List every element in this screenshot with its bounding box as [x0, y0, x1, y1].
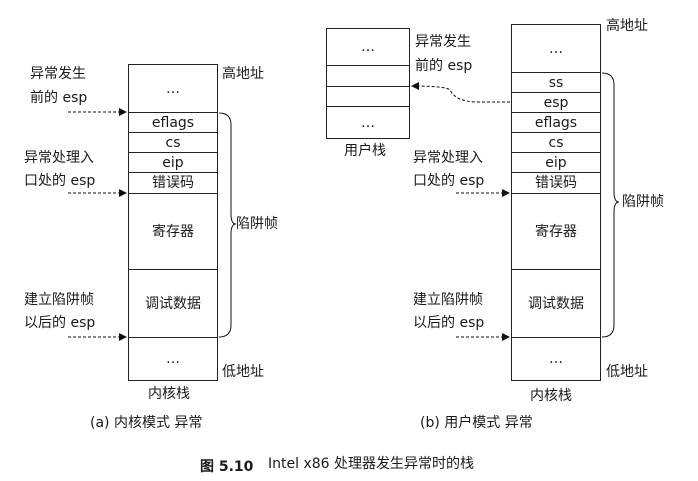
trap-frame-label: 陷阱帧	[622, 194, 664, 210]
figure-number: 图 5.10	[200, 459, 254, 475]
esp-entry-label: 异常处理入	[24, 150, 94, 166]
stack-cell-registers: 寄存器	[128, 193, 218, 270]
user-stack-label: 用户栈	[344, 143, 386, 159]
esp-after-label: 建立陷阱帧	[413, 292, 483, 308]
esp-after-label: 建立陷阱帧	[24, 292, 94, 308]
kernel-stack-label: 内核栈	[148, 386, 190, 402]
esp-before-label: 前的 esp	[415, 58, 473, 74]
esp-entry-label: 口处的 esp	[413, 173, 485, 189]
stack-cell: …	[511, 337, 601, 381]
stack-cell-registers: 寄存器	[511, 193, 601, 270]
stack-cell-esp: esp	[511, 92, 601, 113]
esp-before-label: 异常发生	[30, 66, 86, 82]
esp-after-label: 以后的 esp	[24, 315, 96, 331]
esp-before-label: 前的 esp	[30, 90, 88, 106]
trap-frame-label: 陷阱帧	[236, 216, 278, 232]
stack-cell-eip: eip	[511, 152, 601, 173]
esp-entry-label: 口处的 esp	[24, 173, 96, 189]
trap-frame-bracket	[218, 112, 237, 338]
high-address-label: 高地址	[606, 18, 648, 34]
stack-cell-error-code: 错误码	[128, 172, 218, 194]
caption-kernel-mode: (a) 内核模式 异常	[90, 415, 203, 431]
stack-cell: …	[511, 24, 601, 73]
stack-cell-debug-data: 调试数据	[128, 269, 218, 338]
user-stack-cell: …	[326, 106, 410, 139]
figure-title: Intel x86 处理器发生异常时的栈	[268, 456, 474, 472]
stack-cell-debug-data: 调试数据	[511, 269, 601, 338]
esp-entry-label: 异常处理入	[413, 150, 483, 166]
stack-cell-ss: ss	[511, 72, 601, 93]
high-address-label: 高地址	[222, 66, 264, 82]
trap-frame-bracket	[601, 72, 620, 338]
esp-before-label: 异常发生	[415, 34, 471, 50]
stack-cell: …	[128, 337, 218, 381]
stack-cell: …	[128, 64, 218, 113]
caption-user-mode: (b) 用户模式 异常	[420, 415, 533, 431]
saved-esp-arrow	[411, 82, 510, 103]
stack-cell-eip: eip	[128, 152, 218, 173]
low-address-label: 低地址	[222, 364, 264, 380]
kernel-stack-label: 内核栈	[530, 388, 572, 404]
low-address-label: 低地址	[606, 364, 648, 380]
esp-after-label: 以后的 esp	[413, 315, 485, 331]
stack-cell-eflags: eflags	[511, 112, 601, 133]
